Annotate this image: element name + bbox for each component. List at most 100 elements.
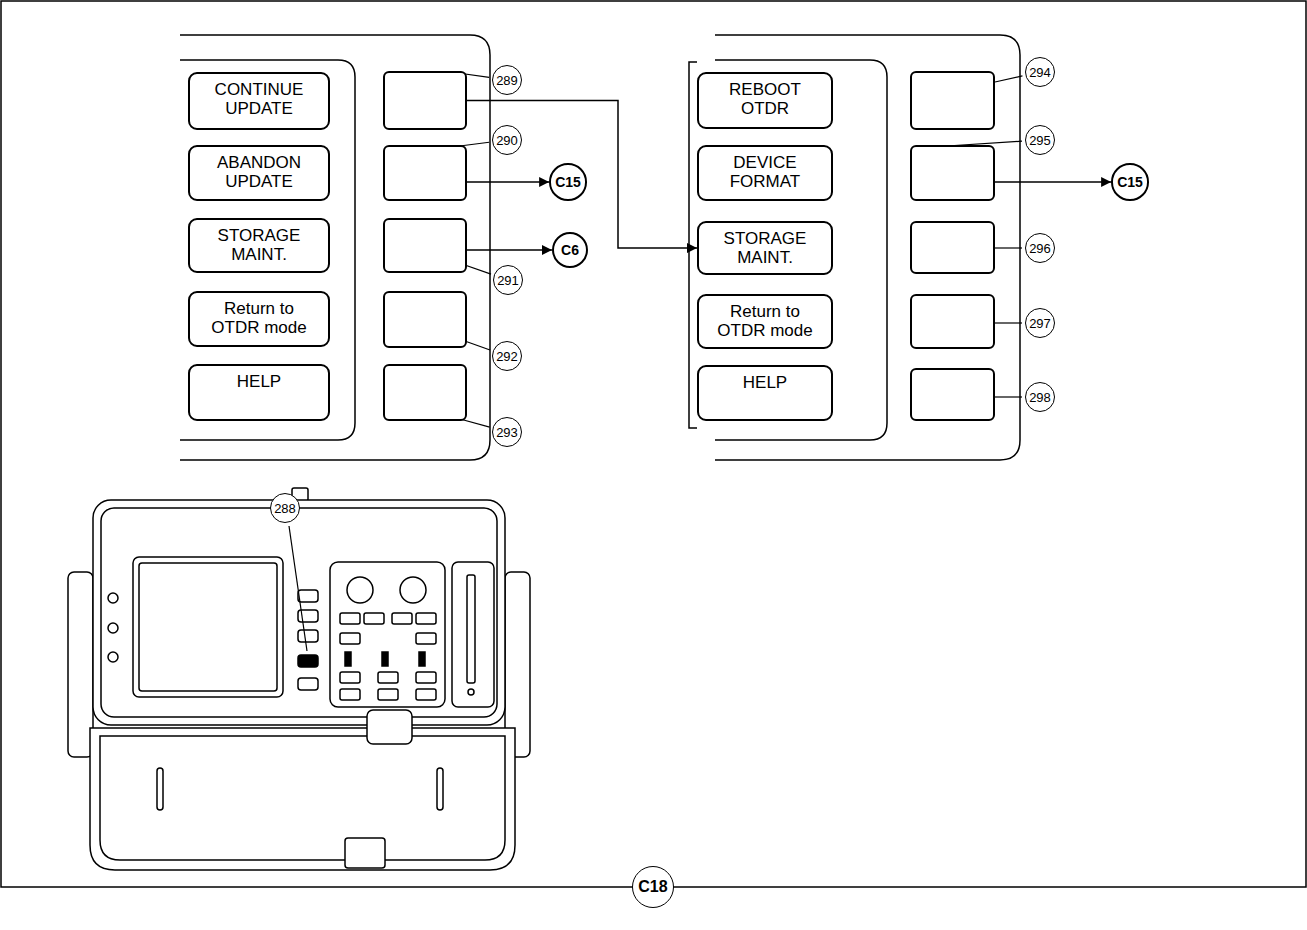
lid-slot (437, 768, 443, 810)
menu-label-box: ABANDON UPDATE (188, 145, 330, 201)
menu-label: HELP (202, 372, 316, 391)
knob (400, 577, 426, 603)
key (378, 672, 398, 683)
callout-number: 295 (1025, 125, 1055, 155)
softkey-button: 298 (910, 368, 995, 421)
panel-screw (108, 593, 118, 603)
key-mark (382, 652, 388, 666)
key-mark (419, 652, 425, 666)
page-frame (1, 1, 1306, 887)
callout-number: 292 (492, 341, 522, 371)
softkey-button: 293 (383, 364, 467, 421)
page-reference: C6 (561, 243, 579, 257)
callout-number: 294 (1025, 57, 1055, 87)
drive-bay (452, 562, 494, 707)
leader-line (995, 322, 1022, 323)
left-panel-outer (180, 35, 490, 460)
softkey-button: 292 (383, 291, 467, 348)
key (416, 633, 436, 644)
softkey (298, 590, 318, 602)
leader-line (289, 526, 307, 651)
key (340, 672, 360, 683)
disk-slot (467, 575, 475, 683)
menu-label-box: HELP (188, 364, 330, 421)
flow-arrow (467, 181, 549, 183)
page-ref-circle: C15 (1111, 163, 1149, 201)
softkey-button: 291 (383, 218, 467, 273)
menu-label: Return to OTDR mode (708, 302, 822, 340)
key (416, 613, 436, 624)
key (416, 672, 436, 683)
left-panel-inner (180, 60, 355, 440)
flow-arrow (995, 181, 1111, 183)
screen-bezel (133, 557, 283, 697)
leader-line (460, 419, 490, 427)
menu-label: CONTINUE UPDATE (202, 80, 316, 118)
menu-label-box: CONTINUE UPDATE (188, 72, 330, 130)
callout-number: 296 (1025, 233, 1055, 263)
page-number: C18 (632, 866, 674, 908)
menu-label: ABANDON UPDATE (202, 153, 316, 191)
callout-number: 288 (270, 493, 300, 523)
callout-number: 293 (492, 417, 522, 447)
key (340, 689, 360, 700)
flow-arrow (467, 249, 552, 251)
menu-label-box: STORAGE MAINT. (697, 221, 833, 275)
softkey-button: 294 (910, 71, 995, 130)
softkey-button: 289 (383, 71, 467, 130)
menu-label: DEVICE FORMAT (708, 153, 822, 191)
panel-screw (108, 623, 118, 633)
softkey (298, 630, 318, 642)
menu-label-box: DEVICE FORMAT (697, 145, 833, 201)
drive-led (468, 689, 474, 695)
menu-label: STORAGE MAINT. (202, 226, 316, 264)
softkey-button: 296 (910, 221, 995, 274)
lid-slot (157, 768, 163, 810)
softkey-button: 290 (383, 145, 467, 201)
latch (367, 710, 412, 744)
menu-label: HELP (708, 373, 822, 392)
menu-label-box: Return to OTDR mode (697, 294, 833, 349)
key (364, 613, 384, 624)
keypad (330, 562, 445, 707)
page-reference: C15 (555, 175, 581, 189)
page-reference: C15 (1117, 175, 1143, 189)
callout-number: 289 (492, 65, 522, 95)
leader-line (995, 247, 1022, 248)
key (392, 613, 412, 624)
key (340, 633, 360, 644)
key (378, 689, 398, 700)
otdr-illustration (68, 488, 530, 870)
screen (139, 563, 277, 691)
menu-label-box: Return to OTDR mode (188, 291, 330, 347)
leader-line (995, 76, 1022, 82)
key (340, 613, 360, 624)
menu-label-box: REBOOT OTDR (697, 72, 833, 129)
page-ref-circle: C15 (549, 163, 587, 201)
panel-screw (108, 652, 118, 662)
menu-panels (180, 35, 1020, 460)
flow-arrow (467, 101, 697, 249)
menu-label-box: STORAGE MAINT. (188, 218, 330, 273)
menu-label: STORAGE MAINT. (708, 229, 822, 267)
page-ref-circle: C6 (552, 232, 588, 268)
callout-number: 291 (493, 265, 523, 295)
menu-label: Return to OTDR mode (202, 299, 316, 337)
lid-inner (100, 736, 505, 860)
softkey-button: 297 (910, 294, 995, 349)
knob (347, 577, 373, 603)
front-panel (101, 508, 497, 717)
softkey-button: 295 (910, 145, 995, 201)
key-mark (345, 652, 351, 666)
callout-holder: 288 (270, 493, 300, 523)
lid (90, 728, 515, 870)
menu-label: REBOOT OTDR (708, 80, 822, 118)
menu-label-box: HELP (697, 365, 833, 421)
key (416, 689, 436, 700)
lid-clasp (345, 838, 385, 868)
highlighted-softkey (298, 655, 318, 667)
instrument-body (93, 500, 505, 725)
leader-line (995, 396, 1022, 397)
